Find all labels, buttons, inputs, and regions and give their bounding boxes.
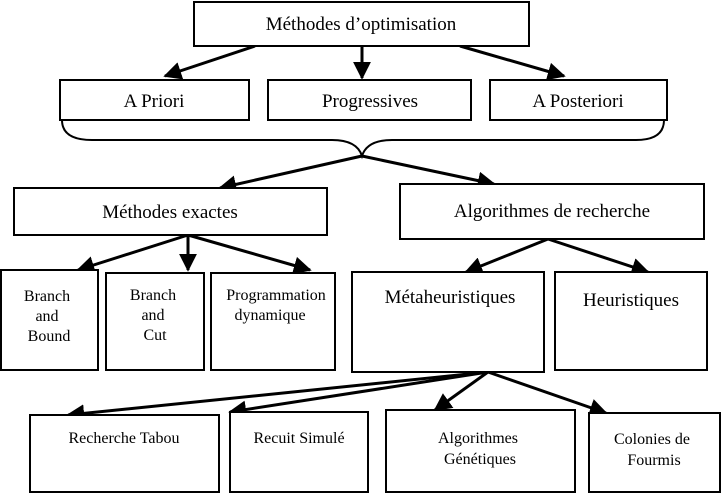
edge-meta-recuit (228, 370, 489, 419)
node-root-label: Méthodes d’optimisation (266, 14, 457, 35)
node-branch-and-cut: Branch and Cut (105, 272, 205, 371)
bc-line-3: Cut (143, 327, 167, 344)
node-a-posteriori: A Posteriori (489, 79, 668, 121)
grouping-brace (61, 119, 665, 160)
node-root: Méthodes d’optimisation (193, 1, 530, 47)
node-colonies-de-fourmis: Colonies de Fourmis (588, 412, 721, 493)
edge-meta-genetiques (433, 370, 489, 412)
node-branch-and-bound-label: Branch and Bound (24, 288, 74, 345)
gen-line-2: Génétiques (444, 451, 516, 468)
node-algorithmes-genetiques-label: Algorithmes Génétiques (438, 430, 522, 468)
node-recherche-tabou-label: Recherche Tabou (69, 430, 180, 447)
node-programmation-dynamique: Programmation dynamique (210, 272, 336, 371)
edge-recherche-heur (547, 237, 650, 276)
node-heuristiques-label: Heuristiques (583, 290, 679, 311)
node-recherche-tabou: Recherche Tabou (29, 414, 220, 493)
bc-line-1: Branch (130, 287, 176, 304)
bb-line-1: Branch (24, 288, 70, 305)
node-algorithmes-genetiques: Algorithmes Génétiques (385, 409, 576, 493)
edge-meta-tabou (66, 370, 489, 423)
node-a-posteriori-label: A Posteriori (532, 91, 623, 112)
fourmis-line-2: Fourmis (627, 452, 680, 469)
diagram-edges (66, 44, 650, 423)
node-branch-and-cut-label: Branch and Cut (130, 287, 180, 344)
edge-brace-recherche (361, 154, 496, 190)
bc-line-2: and (141, 307, 164, 324)
fourmis-line-1: Colonies de (614, 431, 690, 448)
node-algorithmes-recherche: Algorithmes de recherche (399, 183, 705, 240)
node-metaheuristiques: Métaheuristiques (351, 271, 545, 373)
node-branch-and-bound: Branch and Bound (0, 269, 99, 371)
gen-line-1: Algorithmes (438, 430, 518, 447)
node-progressives-label: Progressives (322, 91, 418, 112)
edge-brace-exactes (218, 154, 363, 194)
node-a-priori-label: A Priori (124, 91, 185, 112)
prog-line-1: Programmation (226, 287, 326, 304)
node-a-priori: A Priori (59, 79, 250, 121)
edge-exactes-prog (187, 233, 312, 275)
node-recuit-simule: Recuit Simulé (229, 411, 369, 493)
edge-exactes-bb (76, 233, 189, 274)
bb-line-3: Bound (28, 328, 71, 345)
edge-root-apriori (163, 44, 256, 80)
edge-recherche-meta (464, 237, 549, 275)
node-colonies-de-fourmis-label: Colonies de Fourmis (614, 431, 694, 469)
node-methodes-exactes: Méthodes exactes (13, 187, 328, 236)
node-recuit-simule-label: Recuit Simulé (253, 430, 344, 447)
edge-meta-fourmis (487, 370, 608, 417)
prog-line-2: dynamique (234, 307, 305, 324)
tabou-line-1: Recherche Tabou (69, 430, 180, 447)
bb-line-2: and (35, 308, 58, 325)
node-progressives: Progressives (267, 79, 472, 121)
recuit-line-1: Recuit Simulé (253, 430, 344, 447)
node-methodes-exactes-label: Méthodes exactes (102, 202, 238, 223)
node-algorithmes-recherche-label: Algorithmes de recherche (454, 201, 650, 222)
node-metaheuristiques-label: Métaheuristiques (385, 287, 516, 308)
node-programmation-dynamique-label: Programmation dynamique (226, 287, 330, 324)
edge-root-aposteriori (459, 44, 566, 81)
node-heuristiques: Heuristiques (554, 271, 708, 371)
